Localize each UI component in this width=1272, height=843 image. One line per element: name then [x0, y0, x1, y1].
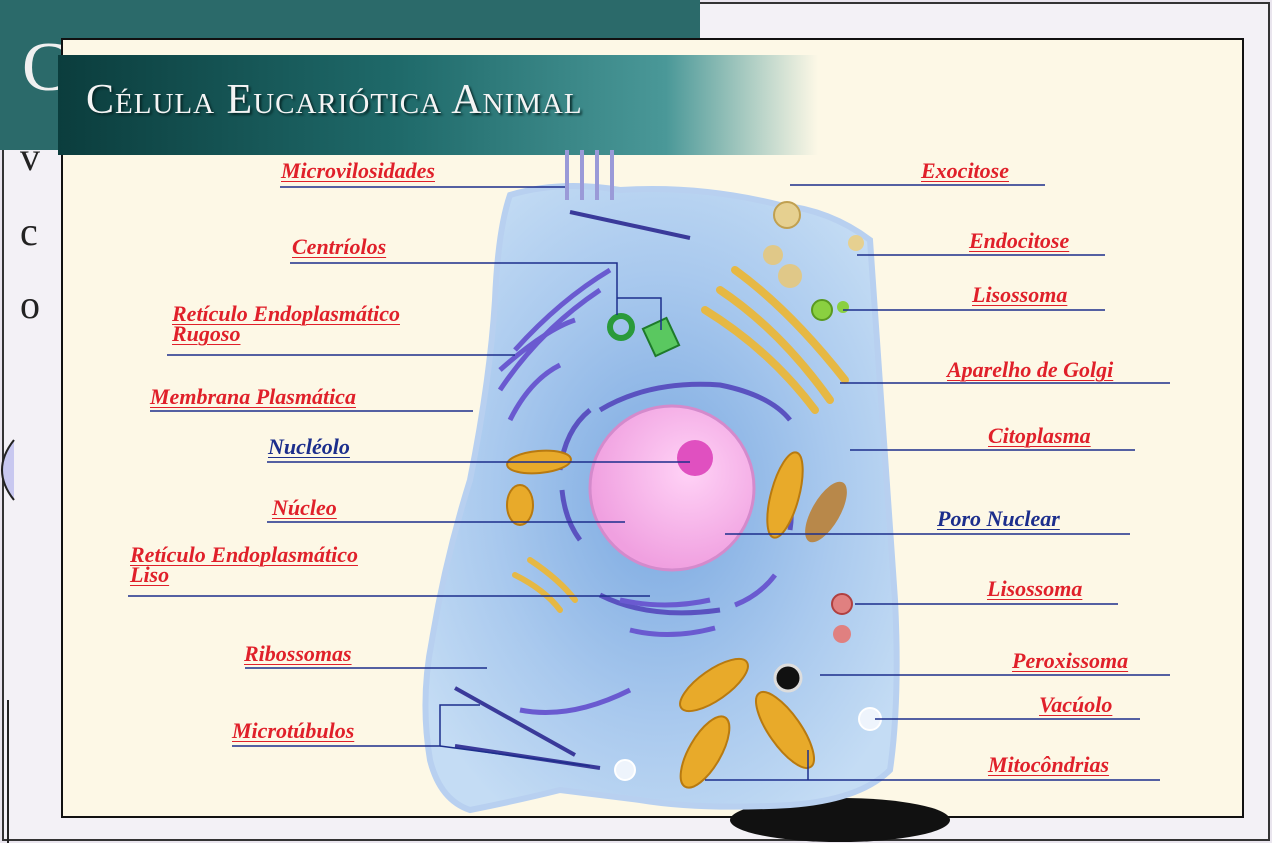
label-lisossoma-bottom: Lisossoma	[987, 578, 1082, 600]
lysosome-bottom	[832, 594, 852, 614]
label-golgi: Aparelho de Golgi	[947, 359, 1113, 381]
vesicle	[778, 264, 802, 288]
label-membrana: Membrana Plasmática	[150, 386, 356, 408]
label-citoplasma: Citoplasma	[988, 425, 1091, 447]
lysosome-top	[837, 301, 849, 313]
label-centriolos: Centríolos	[292, 236, 386, 258]
exocytosis-vesicle	[774, 202, 800, 228]
label-peroxissoma: Peroxissoma	[1012, 650, 1128, 672]
endocytosis-vesicle	[848, 235, 864, 251]
label-reticulo-rugoso: Retículo Endoplasmático Rugoso	[172, 304, 400, 344]
label-reticulo-liso: Retículo Endoplasmático Liso	[130, 545, 358, 585]
nucleolus	[677, 440, 713, 476]
label-poro-nuclear: Poro Nuclear	[937, 508, 1060, 530]
lysosome-bottom	[833, 625, 851, 643]
vacuole	[615, 760, 635, 780]
label-exocitose: Exocitose	[921, 160, 1009, 182]
label-microtubulos: Microtúbulos	[232, 720, 354, 742]
lysosome-top	[812, 300, 832, 320]
label-vacuolo: Vacúolo	[1039, 694, 1112, 716]
label-microvilosidades: Microvilosidades	[281, 160, 435, 182]
label-nucleo: Núcleo	[272, 497, 337, 519]
label-lisossoma-top: Lisossoma	[972, 284, 1067, 306]
vesicle	[763, 245, 783, 265]
label-ribossomas: Ribossomas	[244, 643, 352, 665]
label-mitocondrias: Mitocôndrias	[988, 754, 1109, 776]
peroxisome	[775, 665, 801, 691]
label-nucleolo: Nucléolo	[268, 436, 350, 458]
label-endocitose: Endocitose	[969, 230, 1069, 252]
nucleus	[590, 406, 754, 570]
